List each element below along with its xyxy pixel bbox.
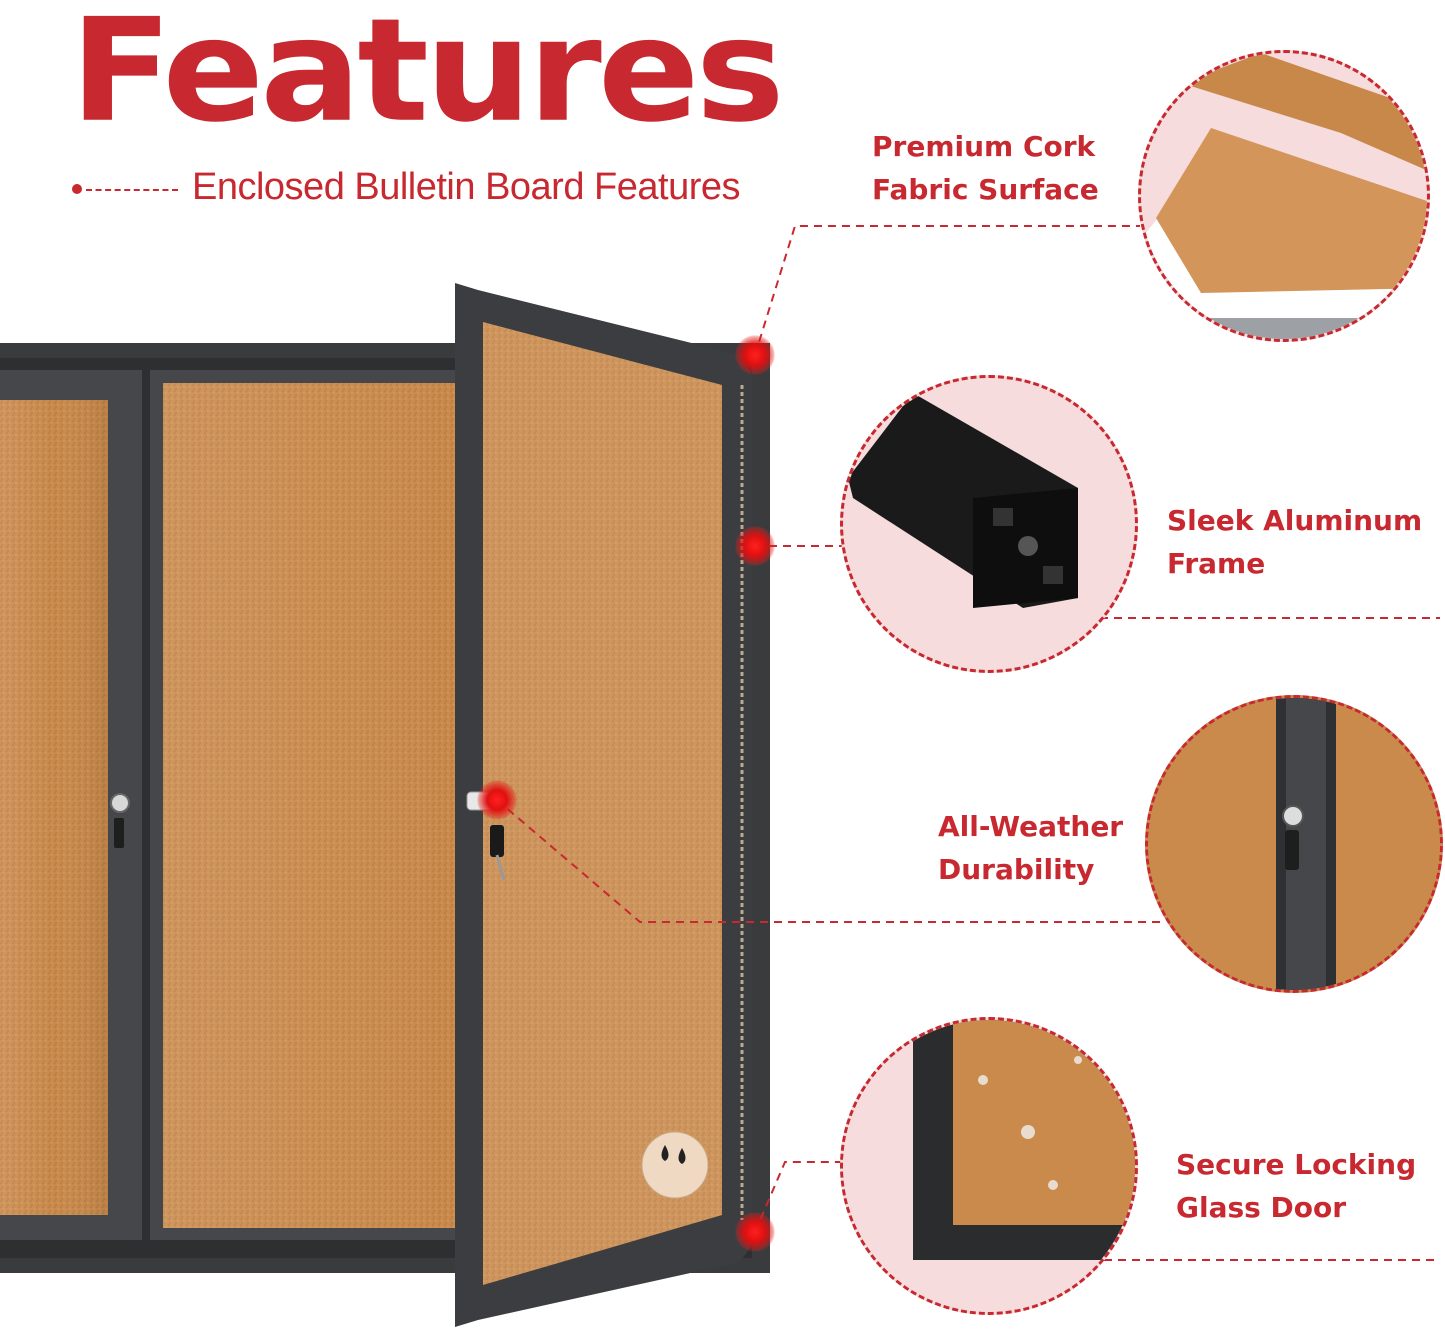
feature-label-cork: Premium Cork Fabric Surface — [872, 130, 1099, 206]
hotspot-lock — [477, 780, 517, 820]
door-key — [490, 825, 504, 857]
lock-closeup — [1145, 695, 1443, 993]
callout-lines — [496, 225, 1440, 1261]
subtitle-bullet — [72, 184, 82, 194]
glass-door-water-droplets-closeup — [840, 1017, 1138, 1315]
page-subtitle: Enclosed Bulletin Board Features — [192, 166, 741, 208]
feature-label-frame: Sleek Aluminum Frame — [1167, 504, 1423, 580]
hotspot-glass — [735, 1212, 775, 1252]
feature-label-weather: All-Weather Durability — [938, 810, 1124, 886]
left-key — [114, 818, 124, 848]
waterproof-badge — [641, 1131, 709, 1199]
page-title: Features — [70, 0, 785, 154]
subtitle-dashed-line — [86, 189, 178, 191]
cork-layers-closeup — [1138, 50, 1430, 342]
left-lock — [110, 793, 130, 813]
hotspot-frame — [735, 526, 775, 566]
feature-label-glass: Secure Locking Glass Door — [1176, 1148, 1417, 1224]
aluminum-profile-closeup — [840, 375, 1138, 673]
hotspot-cork — [735, 335, 775, 375]
